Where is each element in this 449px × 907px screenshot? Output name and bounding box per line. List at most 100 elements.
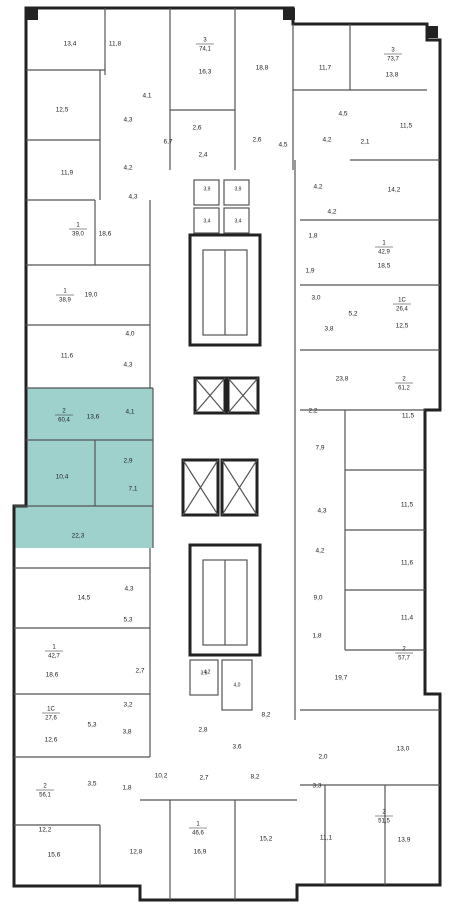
- room-area-label: 3,4: [204, 218, 211, 224]
- apartment-rooms: 3: [203, 38, 207, 44]
- room-area-label: 4,3: [123, 117, 132, 124]
- apartment-badge[interactable]: 139,0: [69, 223, 87, 238]
- apartment-area: 56,1: [39, 793, 51, 799]
- room-area-label: 14,5: [78, 595, 91, 602]
- room-area-label: 15,6: [48, 852, 61, 859]
- apartment-area: 51,5: [378, 819, 390, 825]
- room-area-label: 13,8: [386, 72, 399, 79]
- apartment-area: 60,4: [58, 418, 70, 424]
- room-area-label: 8,2: [261, 712, 270, 719]
- apartment-rooms: 2: [382, 810, 386, 816]
- apartment-rooms: 2: [62, 409, 66, 415]
- apartment-badge[interactable]: 374,1: [196, 38, 214, 53]
- room-area-label: 11,8: [109, 41, 122, 48]
- room-area-label: 2,7: [135, 668, 144, 675]
- room-area-label: 3,3: [312, 783, 321, 790]
- room-area-label: 4,2: [204, 669, 211, 675]
- room-area-label: 23,8: [336, 376, 349, 383]
- room-area-label: 4,2: [315, 548, 324, 555]
- room-area-label: 7,9: [315, 445, 324, 452]
- apartment-rooms: 1С: [398, 298, 406, 304]
- apartment-area: 26,4: [396, 307, 408, 313]
- room-area-label: 1,8: [308, 233, 317, 240]
- apartment-badge[interactable]: 142,7: [45, 645, 63, 660]
- apartment-area: 57,7: [398, 656, 410, 662]
- room-area-label: 10,2: [155, 773, 168, 780]
- apartment-badge[interactable]: 142,9: [375, 241, 393, 256]
- room-area-label: 18,8: [256, 65, 269, 72]
- apartment-rooms: 1: [76, 223, 80, 229]
- apartment-badge[interactable]: 261,2: [395, 377, 413, 392]
- room-area-label: 2,4: [198, 152, 207, 159]
- highlighted-apartment[interactable]: [14, 388, 153, 548]
- room-area-label: 3,9: [201, 670, 208, 676]
- room-area-label: 3,6: [232, 744, 241, 751]
- room-area-label: 11,1: [320, 835, 333, 842]
- apartment-area: 39,0: [72, 232, 84, 238]
- room-area-label: 11,7: [319, 65, 332, 72]
- apartment-badge[interactable]: 260,4: [55, 409, 73, 424]
- room-area-label: 13,6: [87, 414, 100, 421]
- apartment-badge[interactable]: 256,1: [36, 784, 54, 799]
- apartment-rooms: 1С: [47, 707, 55, 713]
- room-area-label: 2,8: [198, 727, 207, 734]
- apartment-rooms: 1: [196, 822, 200, 828]
- room-area-label: 13,9: [398, 837, 411, 844]
- room-area-label: 3,8: [324, 326, 333, 333]
- building-core: [181, 179, 262, 711]
- room-area-label: 12,6: [45, 737, 58, 744]
- room-area-label: 3,8: [122, 729, 131, 736]
- apartment-area: 61,2: [398, 386, 410, 392]
- room-area-label: 4,3: [123, 362, 132, 369]
- room-area-label: 4,3: [124, 586, 133, 593]
- room-area-label: 18,6: [99, 231, 112, 238]
- room-area-label: 3,5: [87, 781, 96, 788]
- room-area-label: 8,2: [250, 774, 259, 781]
- room-area-label: 2,9: [123, 458, 132, 465]
- apartment-rooms: 1: [382, 241, 386, 247]
- apartment-area: 73,7: [387, 57, 399, 63]
- room-area-label: 4,2: [322, 137, 331, 144]
- room-area-label: 3,0: [311, 295, 320, 302]
- room-area-label: 12,8: [130, 849, 143, 856]
- outer-walls: [12, 6, 442, 902]
- apartment-badge[interactable]: 146,6: [189, 822, 207, 837]
- apartment-badge[interactable]: 138,9: [56, 289, 74, 304]
- apartment-rooms: 1: [52, 645, 56, 651]
- room-area-label: 2,0: [318, 754, 327, 761]
- room-area-label: 5,2: [348, 311, 357, 318]
- room-area-label: 15,2: [260, 836, 273, 843]
- room-area-label: 12,2: [39, 827, 52, 834]
- room-area-label: 4,2: [327, 209, 336, 216]
- room-area-label: 11,9: [61, 170, 74, 177]
- room-area-label: 2,1: [360, 139, 369, 146]
- room-area-label: 4,2: [313, 184, 322, 191]
- apartment-badge[interactable]: 373,7: [384, 48, 402, 63]
- room-area-label: 11,4: [401, 615, 414, 622]
- apartment-badge[interactable]: 1С 26,4: [393, 298, 411, 313]
- room-area-label: 2,2: [308, 408, 317, 415]
- room-area-label: 13,0: [397, 746, 410, 753]
- apartment-badge[interactable]: 257,7: [395, 647, 413, 662]
- apartment-area: 38,9: [59, 298, 71, 304]
- apartment-area: 42,7: [48, 654, 60, 660]
- room-area-label: 2,6: [192, 125, 201, 132]
- apartment-rooms: 2: [402, 377, 406, 383]
- room-area-label: 13,4: [64, 41, 77, 48]
- room-area-label: 4,5: [338, 111, 347, 118]
- room-area-label: 11,5: [400, 123, 413, 130]
- apartment-rooms: 1: [63, 289, 67, 295]
- room-area-label: 3,9: [204, 186, 211, 192]
- room-area-label: 4,0: [125, 331, 134, 338]
- apartment-badge[interactable]: 251,5: [375, 810, 393, 825]
- room-area-label: 10,4: [56, 474, 69, 481]
- room-area-label: 11,5: [402, 413, 415, 420]
- room-area-label: 22,3: [72, 533, 85, 540]
- partitions: [14, 8, 440, 900]
- room-area-label: 11,5: [401, 502, 414, 509]
- room-area-label: 3,9: [235, 186, 242, 192]
